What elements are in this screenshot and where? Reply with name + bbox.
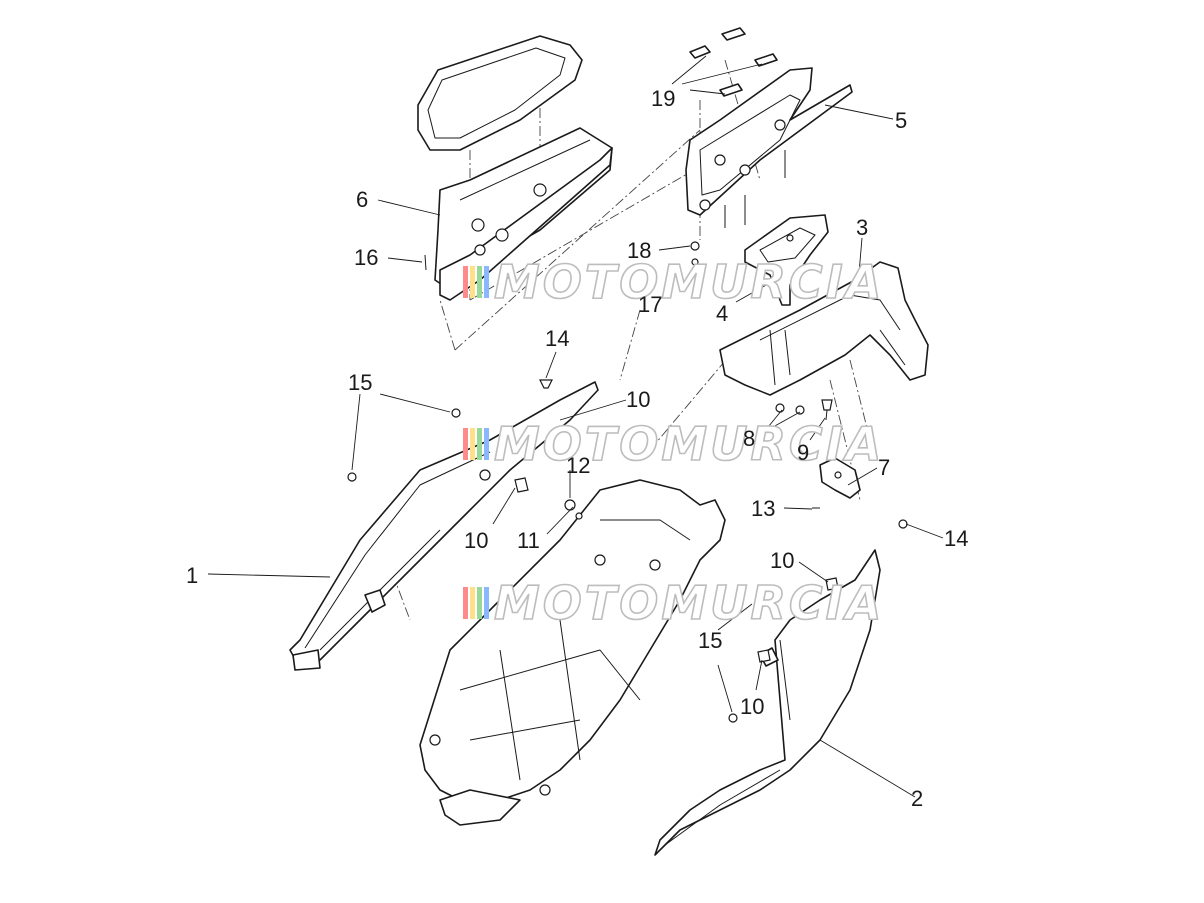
callout-10-left: 10 — [464, 528, 488, 553]
callout-4: 4 — [716, 301, 728, 326]
part-4-tray — [744, 214, 829, 306]
part-1-left-side-panel — [289, 381, 599, 671]
callout-13: 13 — [751, 496, 775, 521]
callout-19: 19 — [651, 86, 675, 111]
part-5-right-upper-cover — [685, 67, 853, 228]
callout-9: 9 — [797, 440, 809, 465]
callout-18: 18 — [627, 238, 651, 263]
callout-labels: 1 2 3 4 5 6 7 8 9 10 10 10 10 11 12 13 1… — [186, 86, 968, 811]
part-6-left-cover — [417, 35, 613, 301]
callout-10-right-lower: 10 — [740, 694, 764, 719]
callout-1: 1 — [186, 563, 198, 588]
callout-12: 12 — [566, 453, 590, 478]
part-7-bracket — [819, 457, 861, 499]
watermark-middle: MOTOMURCIA — [463, 416, 884, 472]
callout-3: 3 — [856, 215, 868, 240]
callout-8: 8 — [743, 426, 755, 451]
watermark-bottom: MOTOMURCIA — [463, 575, 884, 631]
callout-16: 16 — [354, 245, 378, 270]
callout-7: 7 — [878, 455, 890, 480]
watermark-top: MOTOMURCIA — [463, 254, 884, 310]
watermark-text: MOTOMURCIA — [494, 576, 884, 630]
callout-14-top: 14 — [545, 326, 569, 351]
callout-15-right: 15 — [698, 628, 722, 653]
callout-10-top: 10 — [626, 387, 650, 412]
callout-11: 11 — [517, 528, 540, 553]
callout-10-right-upper: 10 — [770, 548, 794, 573]
callout-15-left: 15 — [348, 370, 372, 395]
part-19-stickers — [689, 27, 778, 97]
callout-17: 17 — [638, 292, 662, 317]
callout-6: 6 — [356, 187, 368, 212]
watermark-text: MOTOMURCIA — [494, 255, 884, 309]
callout-5: 5 — [895, 108, 907, 133]
part-3-tail-fender — [719, 261, 929, 396]
hardware-fasteners — [347, 241, 908, 723]
callout-2: 2 — [911, 786, 923, 811]
callout-14-right: 14 — [944, 526, 968, 551]
watermark-text: MOTOMURCIA — [494, 417, 884, 471]
rear-frame — [419, 479, 726, 826]
leader-lines — [207, 55, 944, 798]
